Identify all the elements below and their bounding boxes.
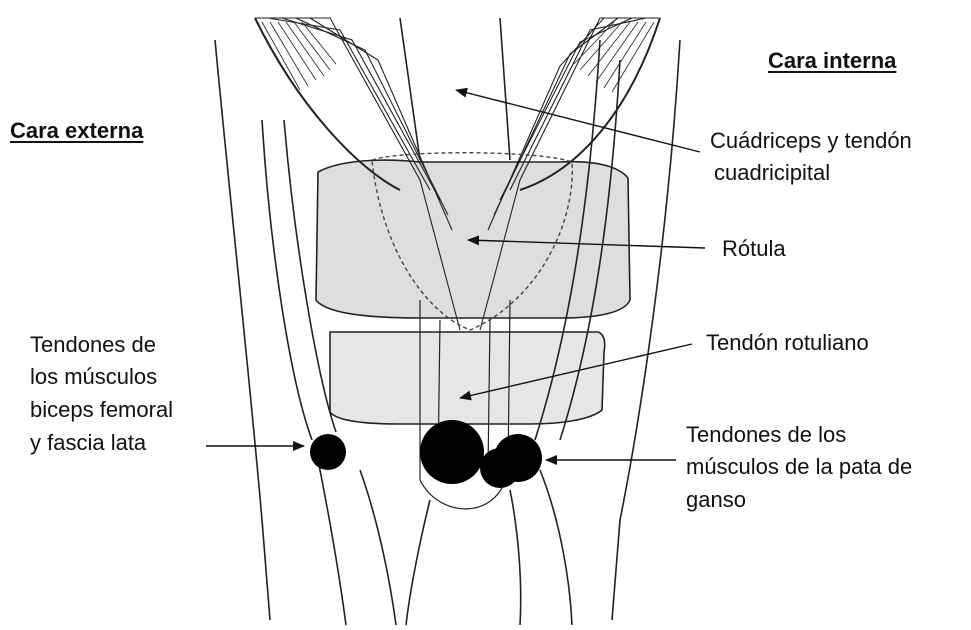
muscle-shading <box>262 22 654 92</box>
pes-anserinus-band <box>535 40 680 620</box>
pes-anserinus-label-line-1: Tendones de los <box>686 420 846 449</box>
biceps-fascia-label-line-1: Tendones de <box>30 330 156 359</box>
pes-anserinus-dot-2 <box>494 434 542 482</box>
femur-condyles <box>316 160 630 318</box>
internal-side-label: Cara interna <box>768 46 896 75</box>
tibia-plateau <box>330 332 605 424</box>
pes-anserinus-label-line-3: ganso <box>686 485 746 514</box>
patellar-tendon-label: Tendón rotuliano <box>706 328 869 357</box>
biceps-fascia-label-line-3: biceps femoral <box>30 395 173 424</box>
pes-anserinus-label-line-2: músculos de la pata de <box>686 452 912 481</box>
quadriceps-label-line-2: cuadricipital <box>714 158 830 187</box>
biceps-fascia-label-line-4: y fascia lata <box>30 428 146 457</box>
patellar-tendon-dot <box>420 420 484 484</box>
arrow-quadriceps <box>456 90 700 152</box>
biceps-fascia-label-line-2: los músculos <box>30 362 157 391</box>
biceps-tendon-dot <box>310 434 346 470</box>
leg-bones <box>318 460 572 625</box>
quadriceps-label-line-1: Cuádriceps y tendón <box>710 126 912 155</box>
fascia-lata-band <box>215 40 336 620</box>
external-side-label: Cara externa <box>10 116 143 145</box>
patella-label: Rótula <box>722 234 786 263</box>
